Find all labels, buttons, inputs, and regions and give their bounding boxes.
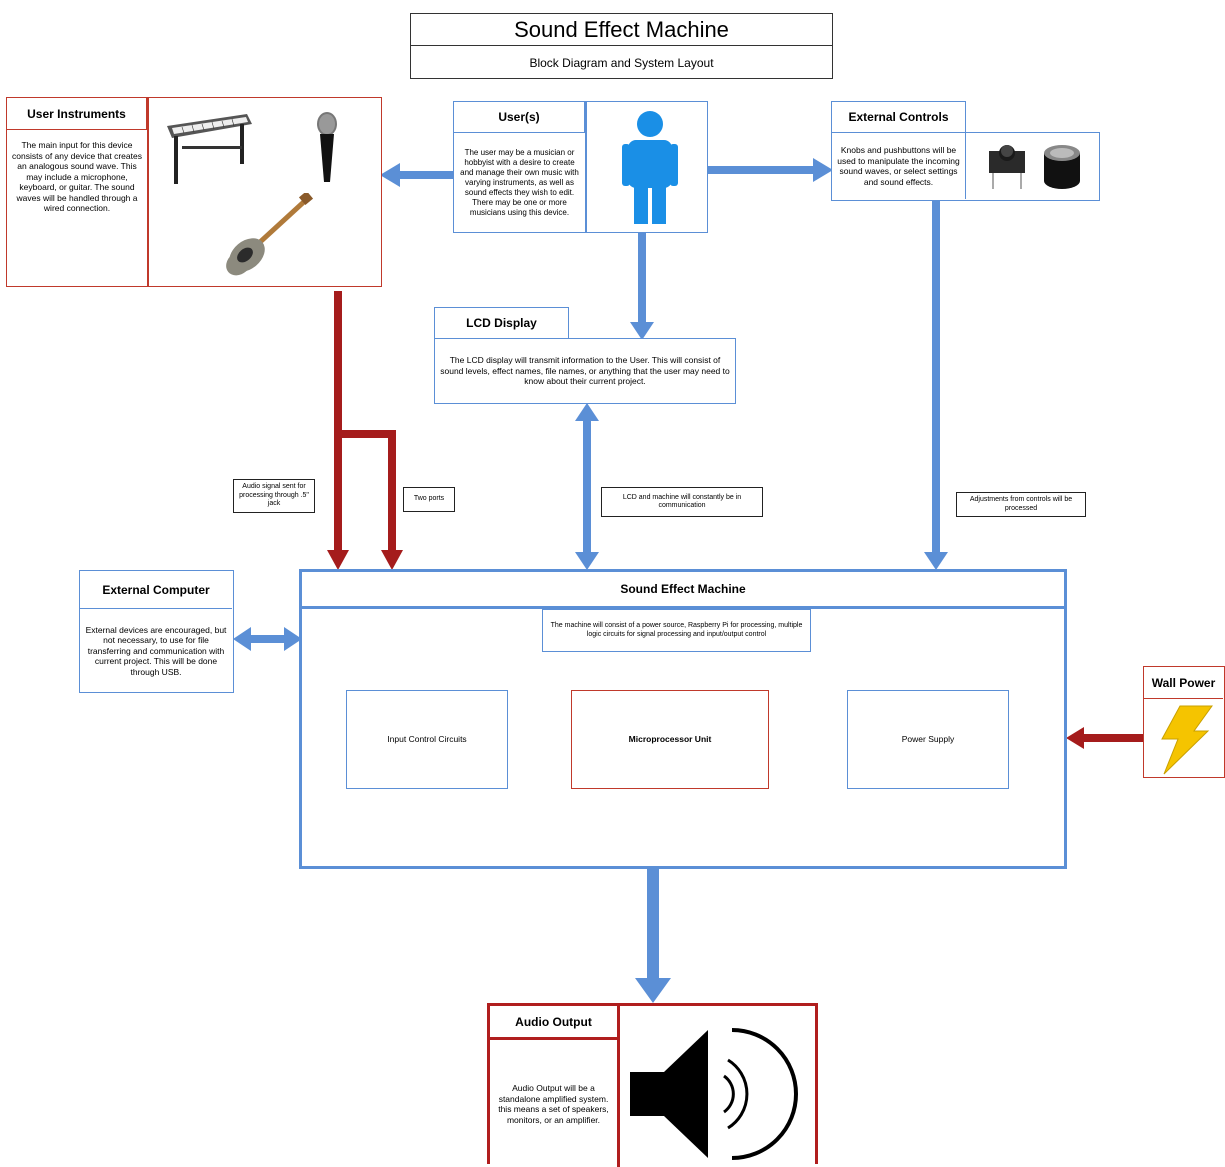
external-controls-header: External Controls bbox=[831, 101, 966, 133]
speaker-icon bbox=[630, 1028, 798, 1160]
arrow-computer-machine bbox=[233, 627, 302, 651]
machine-body: The machine will consist of a power sour… bbox=[542, 609, 811, 652]
microphone-icon bbox=[317, 112, 337, 182]
input-control-circuits-box: Input Control Circuits bbox=[346, 690, 508, 789]
adjustments-label: Adjustments from controls will be proces… bbox=[956, 492, 1086, 517]
microprocessor-unit-box: Microprocessor Unit bbox=[571, 690, 769, 789]
external-controls-box: External Controls Knobs and pushbuttons … bbox=[831, 101, 1100, 201]
wall-power-header: Wall Power bbox=[1144, 667, 1223, 699]
arrow-user-to-controls bbox=[707, 158, 833, 182]
external-computer-body: External devices are encouraged, but not… bbox=[85, 624, 227, 677]
lcd-communication-label: LCD and machine will constantly be in co… bbox=[601, 487, 763, 517]
arrow-user-to-lcd bbox=[630, 231, 654, 340]
audio-signal-label: Audio signal sent for processing through… bbox=[233, 479, 315, 513]
knob-icon bbox=[1044, 145, 1080, 189]
users-body: The user may be a musician or hobbyist w… bbox=[460, 148, 579, 217]
arrow-controls-to-machine bbox=[924, 200, 948, 570]
pushbutton-icon bbox=[989, 145, 1025, 189]
arrow-power-to-machine bbox=[1066, 727, 1144, 749]
user-instruments-box: User Instruments The main input for this… bbox=[6, 97, 382, 287]
lcd-display-body: The LCD display will transmit informatio… bbox=[434, 338, 736, 404]
arrow-user-to-instruments bbox=[380, 163, 456, 187]
external-computer-header: External Computer bbox=[80, 571, 232, 609]
user-instruments-header: User Instruments bbox=[7, 98, 147, 130]
lcd-display-header: LCD Display bbox=[434, 307, 569, 339]
arrow-instruments-to-machine bbox=[327, 291, 403, 570]
lightning-icon bbox=[1161, 705, 1213, 775]
external-controls-body: Knobs and pushbuttons will be used to ma… bbox=[832, 133, 966, 199]
external-computer-box: External Computer External devices are e… bbox=[79, 570, 234, 693]
audio-output-body: Audio Output will be a standalone amplif… bbox=[498, 1083, 609, 1125]
users-box: User(s) The user may be a musician or ho… bbox=[453, 101, 708, 233]
machine-header: Sound Effect Machine bbox=[302, 572, 1064, 609]
wall-power-box: Wall Power bbox=[1143, 666, 1225, 778]
users-header: User(s) bbox=[454, 102, 585, 133]
sound-effect-machine-box: Sound Effect Machine The machine will co… bbox=[299, 569, 1067, 869]
power-supply-box: Power Supply bbox=[847, 690, 1009, 789]
user-figure-icon bbox=[622, 111, 678, 224]
title-box: Sound Effect Machine Block Diagram and S… bbox=[410, 13, 833, 79]
diagram-subtitle: Block Diagram and System Layout bbox=[529, 55, 714, 70]
audio-output-box: Audio Output Audio Output will be a stan… bbox=[487, 1003, 818, 1167]
arrow-machine-to-output bbox=[635, 868, 671, 1003]
keyboard-icon bbox=[167, 114, 252, 184]
two-ports-label: Two ports bbox=[403, 487, 455, 512]
diagram-title: Sound Effect Machine bbox=[411, 14, 832, 46]
guitar-icon bbox=[226, 193, 314, 276]
lcd-display-box: LCD Display The LCD display will transmi… bbox=[434, 307, 736, 404]
user-instruments-body: The main input for this device consists … bbox=[12, 140, 142, 214]
arrow-lcd-machine bbox=[575, 403, 599, 570]
audio-output-header: Audio Output bbox=[490, 1006, 617, 1040]
